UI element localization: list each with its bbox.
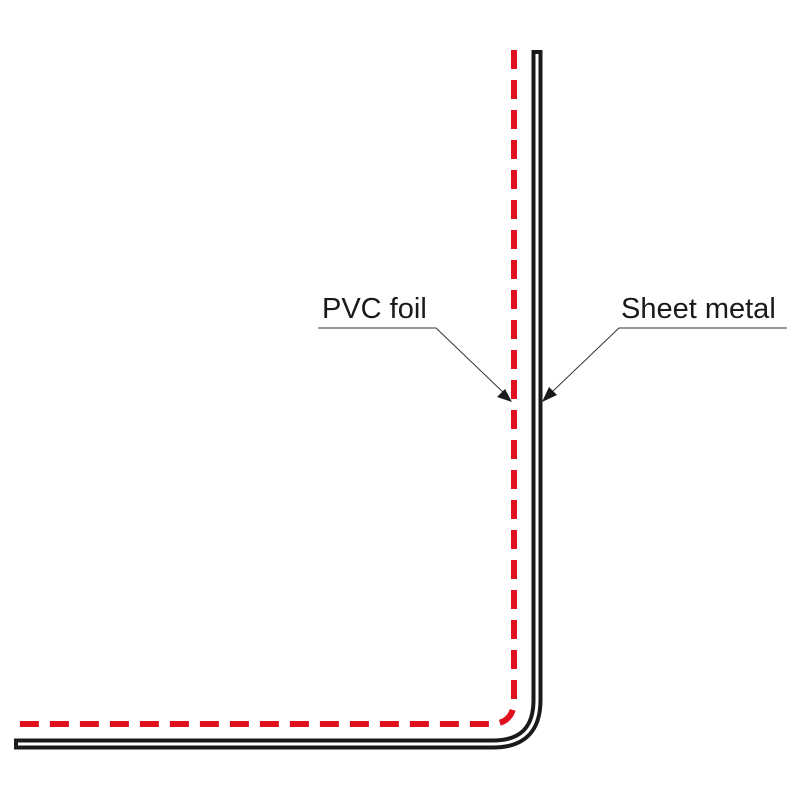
pvc-foil-callout: PVC foil bbox=[318, 293, 512, 402]
pvc-foil-leader-line bbox=[318, 327, 507, 396]
sheet-metal-outline bbox=[14, 50, 543, 750]
sheet-metal-label: Sheet metal bbox=[621, 293, 776, 325]
pvc-foil-dashed-line bbox=[14, 50, 517, 727]
sheet-metal-core bbox=[18, 54, 539, 746]
sheet-metal-leader-line bbox=[551, 327, 787, 393]
pvc-foil-arrow-icon bbox=[497, 389, 512, 402]
sheet-metal-arrow-icon bbox=[542, 387, 557, 402]
sheet-metal-callout: Sheet metal bbox=[542, 293, 787, 402]
pvc-foil-label: PVC foil bbox=[322, 293, 427, 325]
sheet-metal-profile bbox=[14, 50, 543, 750]
